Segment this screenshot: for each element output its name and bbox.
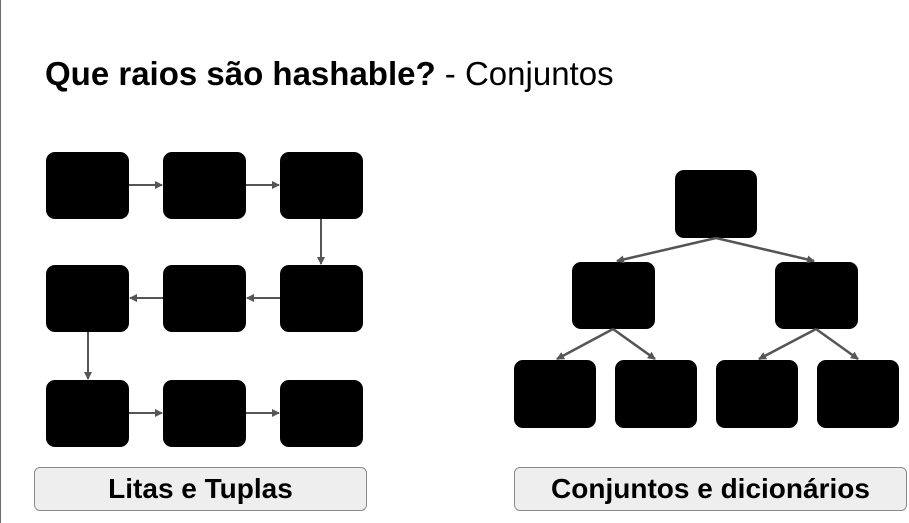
- list-node-8: [163, 380, 246, 447]
- list-node-5: [163, 265, 246, 332]
- list-node-7: [46, 380, 129, 447]
- list-node-9: [280, 380, 363, 447]
- tree-diagram: [514, 170, 899, 428]
- list-node-4: [280, 265, 363, 332]
- caption-sets-dicts: Conjuntos e dicionários: [514, 467, 907, 511]
- slide-title-bold: Que raios são hashable?: [45, 55, 436, 92]
- linked-list-diagram: [46, 152, 363, 447]
- list-node-3: [280, 152, 363, 219]
- tree-edge-left-leaf2: [612, 327, 656, 361]
- tree-root-node: [675, 170, 757, 238]
- tree-leaf-node-1: [514, 360, 596, 428]
- list-node-6: [46, 265, 129, 332]
- tree-edge-root-right: [715, 236, 815, 264]
- tree-leaf-node-2: [615, 360, 697, 428]
- list-node-2: [163, 152, 246, 219]
- tree-edge-left-leaf1: [556, 327, 614, 361]
- tree-left-child-node: [572, 262, 655, 329]
- caption-lists-tuples: Litas e Tuplas: [34, 467, 367, 511]
- tree-leaf-node-4: [817, 360, 899, 428]
- tree-edge-right-leaf4: [815, 327, 859, 361]
- tree-edge-right-leaf3: [758, 327, 817, 361]
- slide-title-rest: - Conjuntos: [435, 55, 614, 92]
- tree-leaf-node-3: [716, 360, 798, 428]
- tree-right-child-node: [775, 262, 858, 329]
- slide-title: Que raios são hashable? - Conjuntos: [45, 52, 614, 96]
- tree-edge-root-left: [616, 236, 717, 264]
- slide-left-edge: [0, 0, 1, 523]
- list-node-1: [46, 152, 129, 219]
